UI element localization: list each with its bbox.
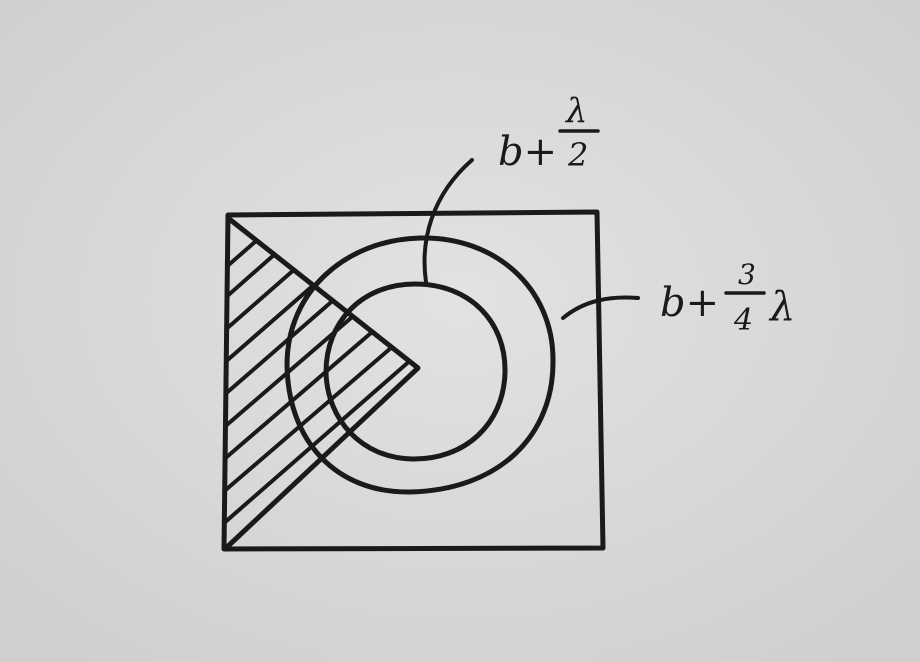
outer-label-suffix: λ [768, 284, 795, 330]
outer-label-numerator: 3 [738, 258, 756, 291]
outer-label-base: b+ [660, 280, 719, 326]
outer-radius-label: b+ 3 4 λ [660, 258, 795, 338]
inner-label-denominator: 2 [567, 136, 588, 174]
outer-square [221, 209, 606, 552]
outer-label-denominator: 4 [733, 303, 753, 338]
inner-label-base: b+ [498, 129, 557, 175]
outer-leader-line [561, 295, 640, 320]
inner-circle [323, 281, 508, 462]
outer-circle [284, 235, 556, 495]
inner-leader-line [422, 158, 474, 284]
inner-radius-label: b+ λ 2 [498, 91, 600, 175]
inner-label-numerator: λ [564, 91, 588, 131]
